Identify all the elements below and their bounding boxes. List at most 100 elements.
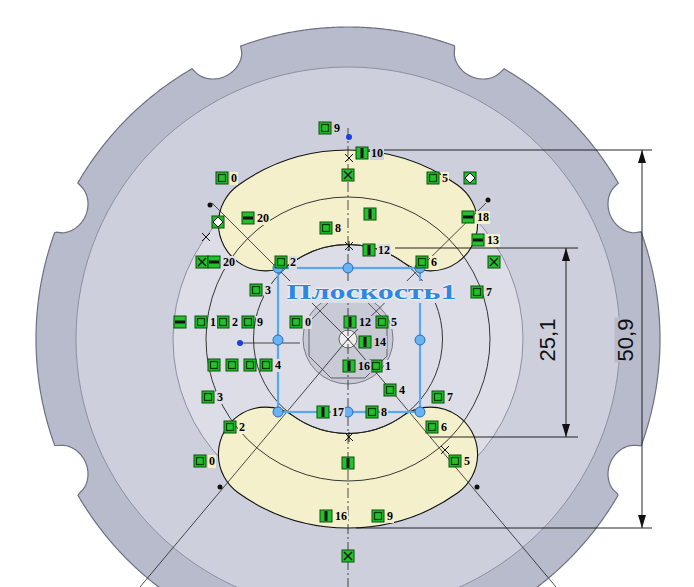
constraint-icon xyxy=(416,256,428,268)
constraint-number: 9 xyxy=(386,510,394,523)
constraint-icon xyxy=(343,360,355,372)
constraint-number: 10 xyxy=(370,147,384,160)
constraint-number: 0 xyxy=(304,316,312,329)
constraint-icon xyxy=(370,360,382,372)
constraint-number: 9 xyxy=(333,122,341,135)
constraint-icon xyxy=(250,284,262,296)
constraint-icon xyxy=(427,172,439,184)
constraint-icon xyxy=(194,455,206,467)
construction-line xyxy=(140,339,348,587)
constraint-icon xyxy=(319,122,331,134)
construction-line xyxy=(240,343,300,344)
constraint-number: 9 xyxy=(256,316,264,329)
dimension-25-1 xyxy=(395,248,578,437)
constraint-icon xyxy=(320,222,332,234)
constraint-icon xyxy=(242,212,254,224)
constraint-icon xyxy=(174,316,186,328)
constraint-icon xyxy=(488,256,500,268)
constraint-number: 17 xyxy=(331,406,345,419)
constraint-icon xyxy=(224,421,236,433)
constraint-number: 2 xyxy=(231,316,239,329)
constraint-number: 5 xyxy=(441,172,449,185)
constraint-icon xyxy=(320,510,332,522)
constraint-icon xyxy=(344,316,356,328)
constraint-icon xyxy=(471,286,483,298)
constraint-number: 7 xyxy=(446,391,454,404)
constraint-icon xyxy=(376,316,388,328)
constraint-number: 0 xyxy=(208,455,216,468)
constraint-number: 13 xyxy=(486,234,500,247)
constraint-number: 0 xyxy=(230,172,238,185)
constraint-number: 1 xyxy=(384,360,392,373)
constraint-icon xyxy=(372,510,384,522)
constraint-icon xyxy=(356,147,368,159)
constraint-number: 1 xyxy=(209,316,217,329)
constraint-number: 12 xyxy=(377,244,391,257)
constraint-number: 14 xyxy=(373,336,387,349)
constraint-number: 3 xyxy=(264,284,272,297)
constraint-number: 12 xyxy=(358,316,372,329)
constraint-number: 20 xyxy=(256,212,270,225)
dimension-arrows xyxy=(562,150,646,528)
constraint-icon xyxy=(342,169,354,181)
part-face xyxy=(76,67,620,587)
constraint-icon xyxy=(464,172,476,184)
constraint-icon xyxy=(462,211,474,223)
constraint-icon xyxy=(196,256,208,268)
constraint-icon xyxy=(366,406,378,418)
constraint-icon xyxy=(195,316,207,328)
endpoint-marks xyxy=(202,154,449,454)
part-rim xyxy=(36,27,660,587)
constraint-number: 3 xyxy=(216,391,224,404)
constraint-number: 8 xyxy=(380,406,388,419)
dimension-value: 25,1 xyxy=(536,318,560,363)
constraint-icon xyxy=(384,384,396,396)
constraint-icon xyxy=(290,316,302,328)
constraint-number: 20 xyxy=(222,256,236,269)
constraint-icon xyxy=(202,391,214,403)
dimension-50-9 xyxy=(356,150,652,528)
constraint-number: 2 xyxy=(289,256,297,269)
constraint-icon xyxy=(244,359,256,371)
constraint-number: 18 xyxy=(476,211,490,224)
constraint-icon xyxy=(342,457,354,469)
constraint-icon xyxy=(226,359,238,371)
constraint-icon xyxy=(208,256,220,268)
constraint-number: 5 xyxy=(463,455,471,468)
constraint-icon xyxy=(317,406,329,418)
constraint-number: 2 xyxy=(238,421,246,434)
constraint-number: 6 xyxy=(440,421,448,434)
constraint-number: 4 xyxy=(274,359,282,372)
constraint-icon xyxy=(359,336,371,348)
construction-line xyxy=(212,203,348,339)
constraint-icon xyxy=(449,455,461,467)
constraint-icon xyxy=(472,234,484,246)
constraint-icon xyxy=(217,316,229,328)
constraint-number: 4 xyxy=(398,384,406,397)
constraint-number: 16 xyxy=(357,360,371,373)
constraint-icon xyxy=(363,244,375,256)
constraint-icon xyxy=(426,421,438,433)
constraint-icon xyxy=(242,316,254,328)
constraint-icon xyxy=(208,359,220,371)
constraint-number: 5 xyxy=(390,316,398,329)
constraint-icon xyxy=(432,391,444,403)
constraint-icon xyxy=(364,208,376,220)
sketch-point xyxy=(208,198,491,490)
constraint-number: 6 xyxy=(430,256,438,269)
plane-name: Плоскость1 xyxy=(285,281,458,303)
constraint-icon xyxy=(275,256,287,268)
constraint-number: 7 xyxy=(485,286,493,299)
dimension-value: 50,9 xyxy=(614,318,638,363)
constraint-icon xyxy=(216,172,228,184)
sketch-point xyxy=(237,134,352,346)
constraint-icon xyxy=(260,359,272,371)
construction-line xyxy=(348,203,486,339)
construction-line xyxy=(348,339,556,587)
constraint-number: 8 xyxy=(334,222,342,235)
constraint-icon xyxy=(342,550,354,562)
constraint-icons xyxy=(174,122,500,562)
constraint-number: 16 xyxy=(334,510,348,523)
constraint-icon xyxy=(212,216,224,228)
